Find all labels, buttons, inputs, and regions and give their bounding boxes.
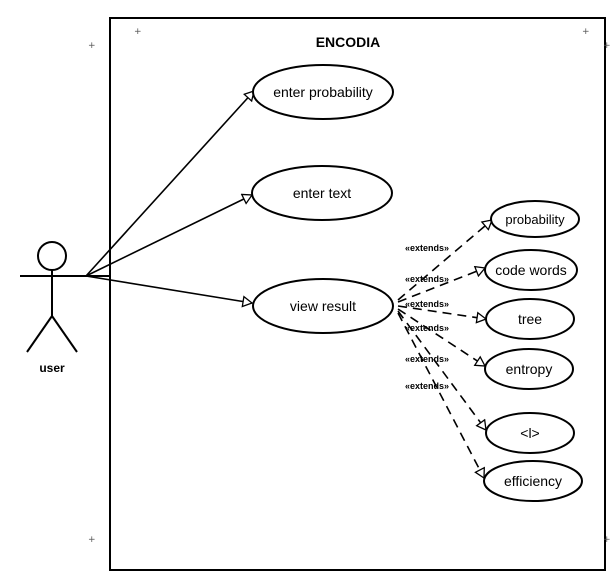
use-case-efficiency: efficiency bbox=[483, 460, 583, 502]
system-boundary bbox=[109, 17, 606, 571]
stereotype-label: «extends» bbox=[405, 243, 449, 253]
stereotype-label: «extends» bbox=[405, 381, 449, 391]
assoc-enter-probability bbox=[85, 91, 254, 277]
stereotype-label: «extends» bbox=[405, 354, 449, 364]
corner-handle-top-right: + bbox=[582, 27, 590, 37]
stereotype-label: «extends» bbox=[405, 299, 449, 309]
actor-right-leg bbox=[51, 315, 78, 353]
use-case-entropy: entropy bbox=[484, 348, 574, 390]
use-case-probability: probability bbox=[490, 200, 580, 238]
corner-handle-top-left: + bbox=[134, 27, 142, 37]
use-case-label: view result bbox=[290, 298, 356, 314]
extend-efficiency bbox=[397, 312, 484, 478]
extend-code-words bbox=[397, 268, 485, 303]
stereotype-label: «extends» bbox=[405, 323, 449, 333]
use-case-label: enter text bbox=[293, 185, 351, 201]
actor-label: user bbox=[39, 361, 65, 375]
extend-entropy bbox=[397, 308, 485, 366]
use-case-label: tree bbox=[518, 311, 542, 327]
use-case-enter-probability: enter probability bbox=[252, 64, 394, 120]
use-case-label: entropy bbox=[506, 361, 553, 377]
stereotype-label: «extends» bbox=[405, 274, 449, 284]
assoc-enter-text bbox=[85, 195, 252, 277]
use-case-label: enter probability bbox=[273, 84, 373, 100]
actor-user: user bbox=[20, 241, 110, 375]
use-case-view-result: view result bbox=[252, 278, 394, 334]
extend-avg-length bbox=[397, 310, 486, 430]
corner-handle-left-top: + bbox=[88, 41, 96, 51]
use-case-label: probability bbox=[505, 212, 565, 227]
use-case-label: efficiency bbox=[504, 473, 562, 489]
corner-handle-right-top: + bbox=[603, 41, 611, 51]
corner-handle-right-bottom: + bbox=[603, 535, 611, 545]
use-case-code-words: code words bbox=[484, 249, 578, 291]
corner-handle-left-bottom: + bbox=[88, 535, 96, 545]
use-case-enter-text: enter text bbox=[251, 165, 393, 221]
assoc-view-result bbox=[85, 275, 252, 303]
system-title: ENCODIA bbox=[316, 34, 381, 50]
use-case-label: <l> bbox=[520, 425, 539, 441]
use-case-label: code words bbox=[495, 262, 567, 278]
use-case-tree: tree bbox=[485, 298, 575, 340]
use-case-avg-length: <l> bbox=[485, 412, 575, 454]
actor-head bbox=[37, 241, 67, 271]
actor-left-leg bbox=[26, 315, 53, 353]
extend-probability bbox=[397, 220, 492, 301]
